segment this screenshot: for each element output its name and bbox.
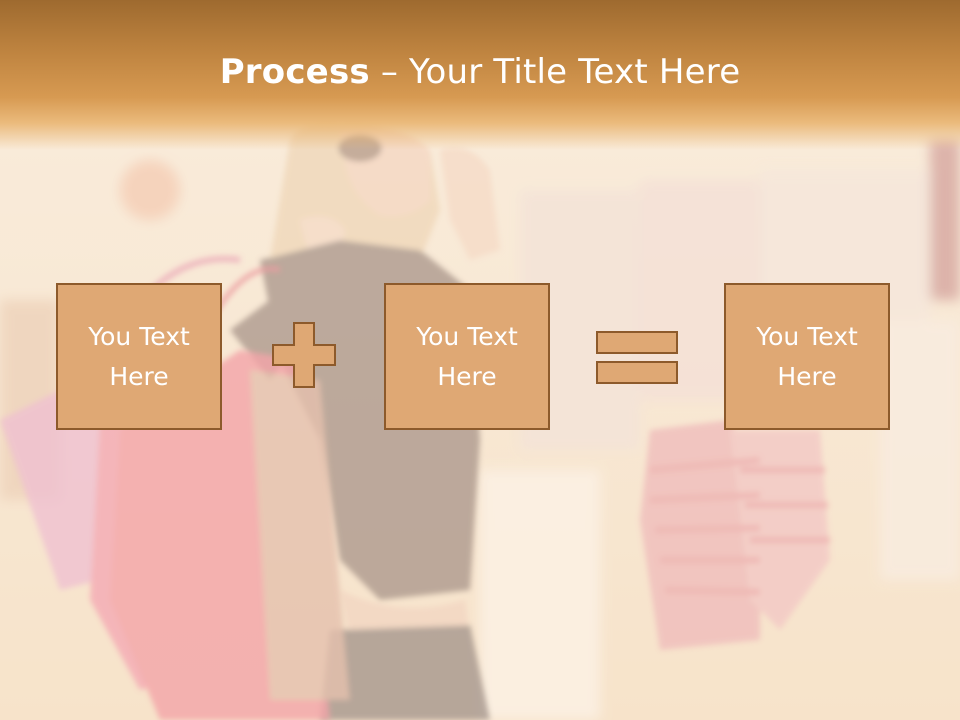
title-rest-part: – Your Title Text Here <box>369 52 741 92</box>
process-box-label: You Text Here <box>88 321 190 391</box>
equals-icon <box>596 331 678 384</box>
process-box-label: You Text Here <box>756 321 858 391</box>
plus-icon <box>272 322 336 388</box>
title-bold-part: Process <box>219 52 370 92</box>
process-box-1: You Text Here <box>56 283 222 430</box>
slide-title: Process – Your Title Text Here <box>0 52 960 92</box>
process-box-label: You Text Here <box>416 321 518 391</box>
title-bar <box>0 0 960 150</box>
process-box-3: You Text Here <box>724 283 890 430</box>
process-box-2: You Text Here <box>384 283 550 430</box>
